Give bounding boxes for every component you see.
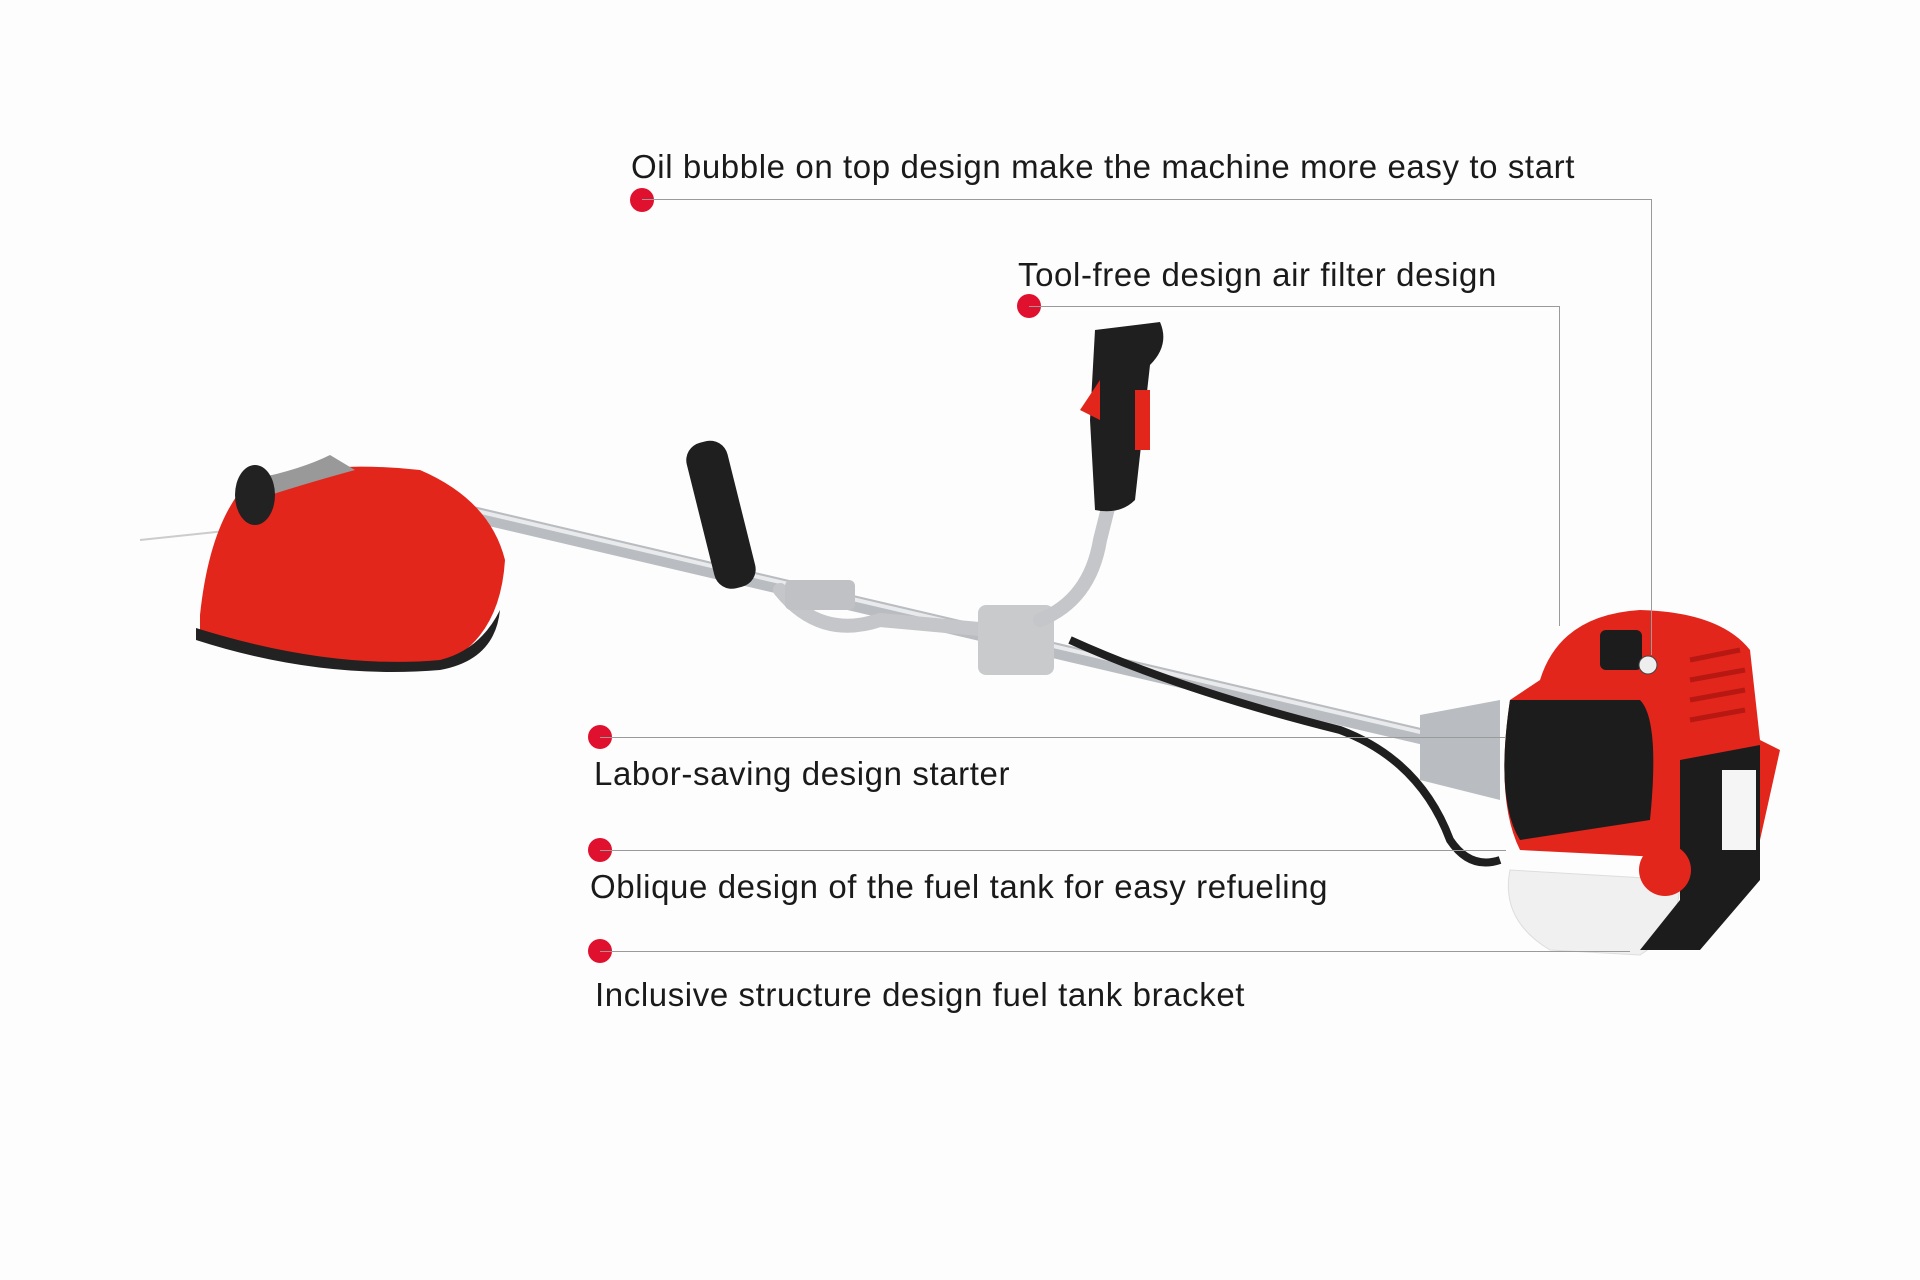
callout-dot — [630, 188, 654, 212]
callout-leader-line — [600, 951, 1630, 952]
right-handle — [1033, 322, 1164, 627]
callout-label: Inclusive structure design fuel tank bra… — [595, 976, 1246, 1013]
callout-leader-line — [1559, 306, 1560, 626]
callout-leader-line — [642, 199, 1652, 200]
callout-leader-line — [600, 737, 1506, 738]
callout-label: Oil bubble on top design make the machin… — [631, 148, 1575, 185]
left-handle — [686, 440, 997, 637]
blade-guard — [196, 455, 505, 672]
callout-label: Oblique design of the fuel tank for easy… — [590, 868, 1329, 905]
callout-label: Labor-saving design starter — [594, 755, 1011, 792]
engine — [1420, 610, 1780, 956]
callout-leader-line — [1651, 199, 1652, 655]
callout-leader-line — [1029, 306, 1559, 307]
callout-leader-line — [600, 850, 1506, 851]
callout-label: Tool-free design air filter design — [1018, 256, 1497, 293]
